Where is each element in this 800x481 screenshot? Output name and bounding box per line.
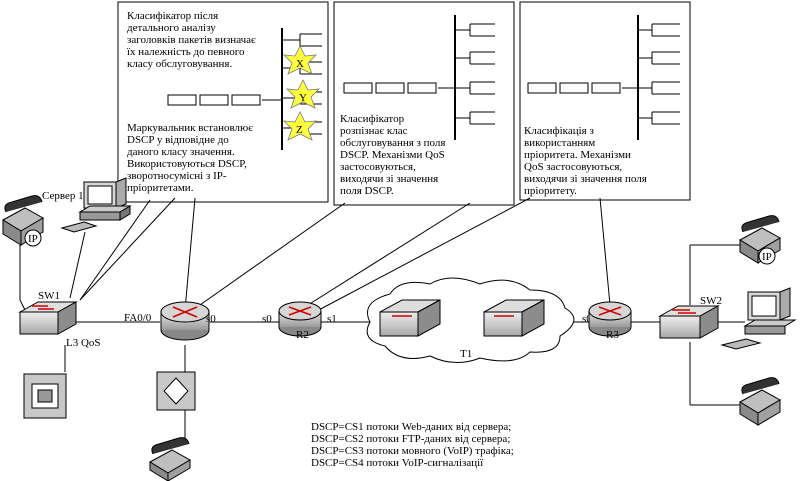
svg-text:SW1: SW1 [38,290,60,302]
svg-text:s0: s0 [262,313,272,325]
security-appliance-left [23,373,67,419]
workstation-right [720,287,797,350]
ip-phone-bottom [149,437,192,481]
wan-cloud-t1: T1 [366,277,575,363]
server-1: Сервер 1 [42,177,132,233]
svg-text:L3 QoS: L3 QoS [66,337,101,349]
svg-text:Y: Y [299,92,307,104]
callout-classifier-r1: Класифікатор після детального аналізу за… [117,1,329,203]
callout3-text: Класифікація з використанням пріоритета.… [524,125,650,197]
svg-text:Z: Z [296,124,303,136]
dscp-legend: DSCP=CS1 потоки Web-даних від сервера; D… [311,421,517,469]
class-star-z: Z [282,111,318,141]
class-star-x: X [282,45,318,75]
callout1-bottom-text: Маркувальник встановлює DSCP у відповідн… [127,122,256,194]
svg-text:s0: s0 [206,313,216,325]
packet-queue [167,94,261,106]
router-r2: s0 R2 s1 [262,301,337,341]
ip-phone-left: IP [2,195,45,247]
callout-pointers [79,197,611,313]
class-star-y: Y [285,79,321,109]
callout-classifier-r3: Класифікація з використанням пріоритета.… [519,1,691,201]
switch-sw2: SW2 [658,295,722,339]
callout1-top-text: Класифікатор після детального аналізу за… [127,10,259,70]
switch-sw1: SW1 L3 QoS [18,290,101,349]
server-label: Сервер 1 [42,190,84,202]
svg-text:IP: IP [28,233,38,245]
links [19,231,745,440]
svg-text:T1: T1 [460,348,472,360]
svg-text:FA0/0: FA0/0 [124,312,152,324]
svg-text:SW2: SW2 [700,295,722,307]
router-r1: FA0/0 s0 [124,301,216,341]
gatekeeper [156,371,196,411]
svg-text:s0: s0 [582,313,592,325]
svg-text:R3: R3 [606,329,619,341]
router-r3: s0 R3 [582,301,632,341]
callout2-text: Класифікатор розпізнає клас обслуговуван… [340,113,448,197]
callout-classifier-r2: Класифікатор розпізнає клас обслуговуван… [333,1,515,206]
svg-text:R2: R2 [296,329,309,341]
phone-right-bottom [739,377,782,426]
svg-text:s1: s1 [327,313,337,325]
ip-phone-right: IP [739,215,782,265]
svg-text:IP: IP [762,251,772,263]
svg-text:X: X [296,58,304,70]
